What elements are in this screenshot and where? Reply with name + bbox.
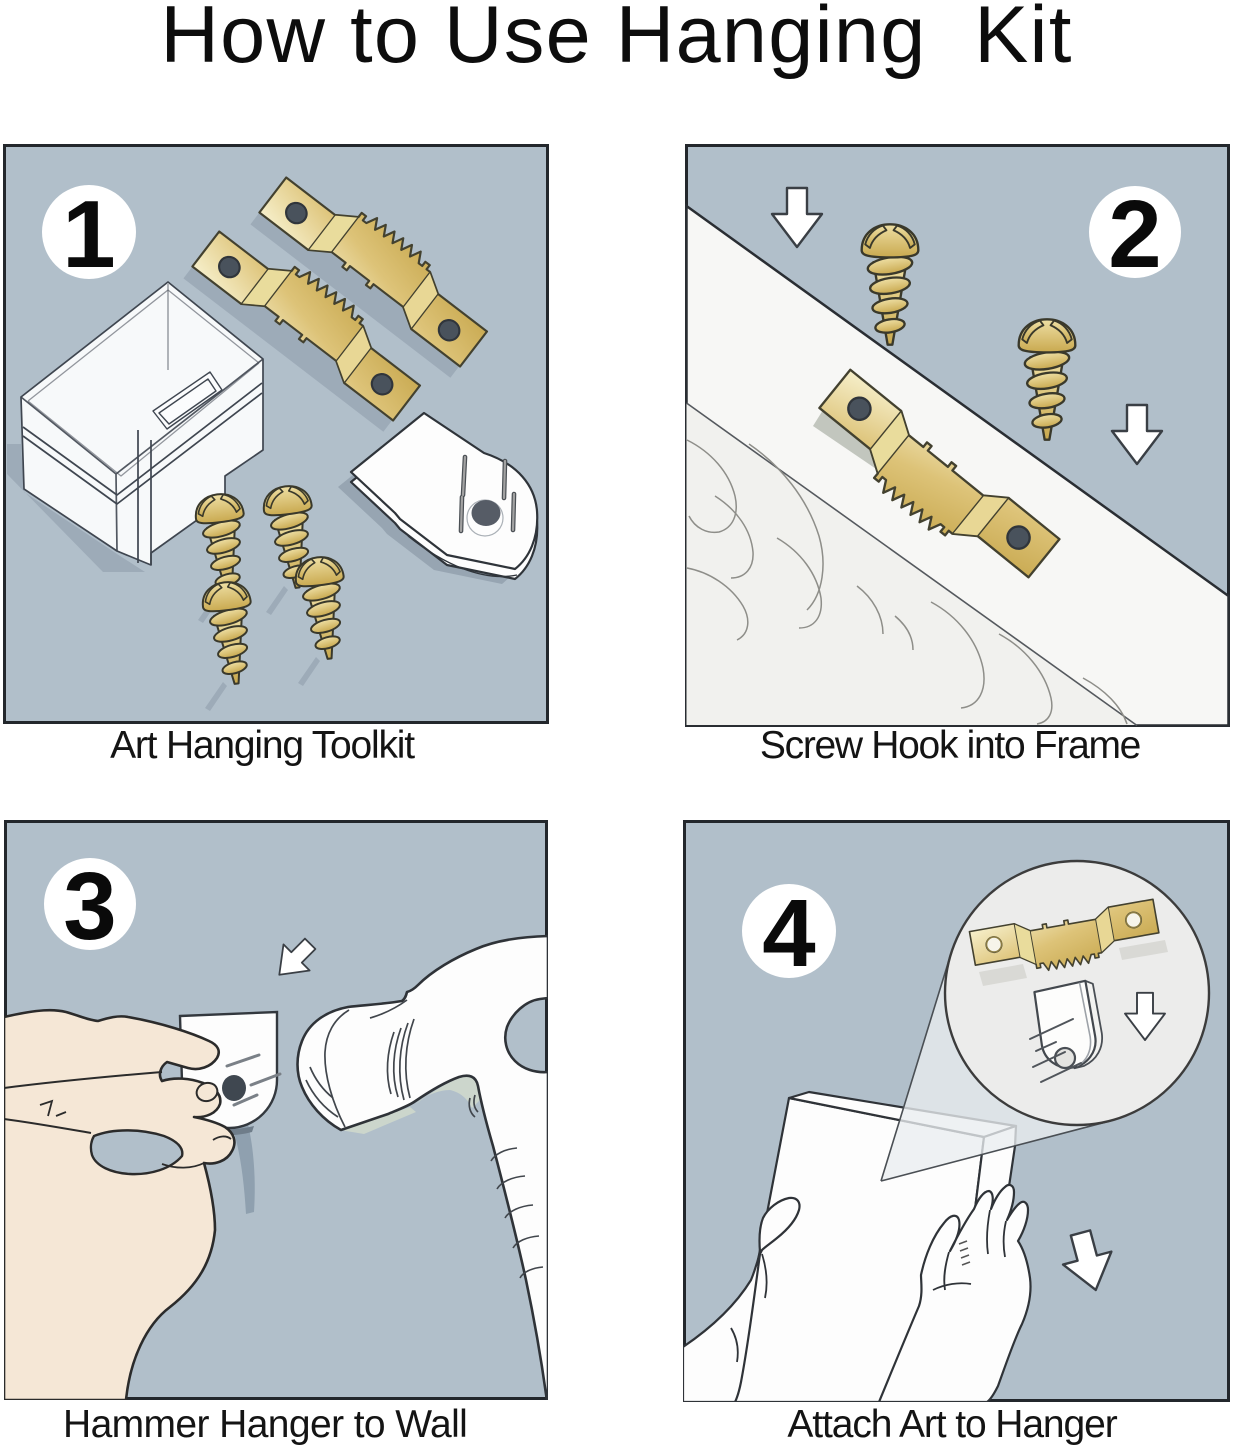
svg-text:3: 3: [63, 853, 116, 960]
svg-text:1: 1: [62, 181, 115, 288]
svg-text:2: 2: [1108, 181, 1161, 288]
svg-text:4: 4: [762, 880, 815, 987]
